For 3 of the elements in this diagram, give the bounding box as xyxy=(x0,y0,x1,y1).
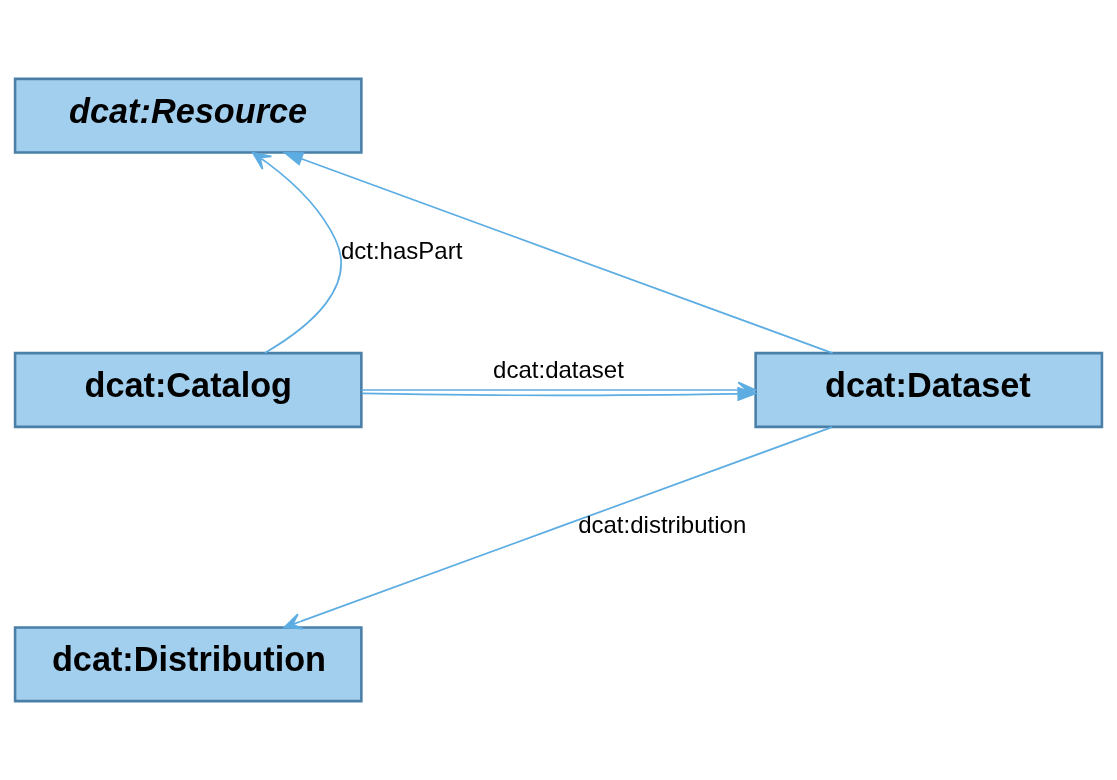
edge-label: dcat:dataset xyxy=(493,356,624,384)
edge-label: dct:hasPart xyxy=(340,237,463,265)
edge-label: dcat:distribution xyxy=(578,511,747,539)
